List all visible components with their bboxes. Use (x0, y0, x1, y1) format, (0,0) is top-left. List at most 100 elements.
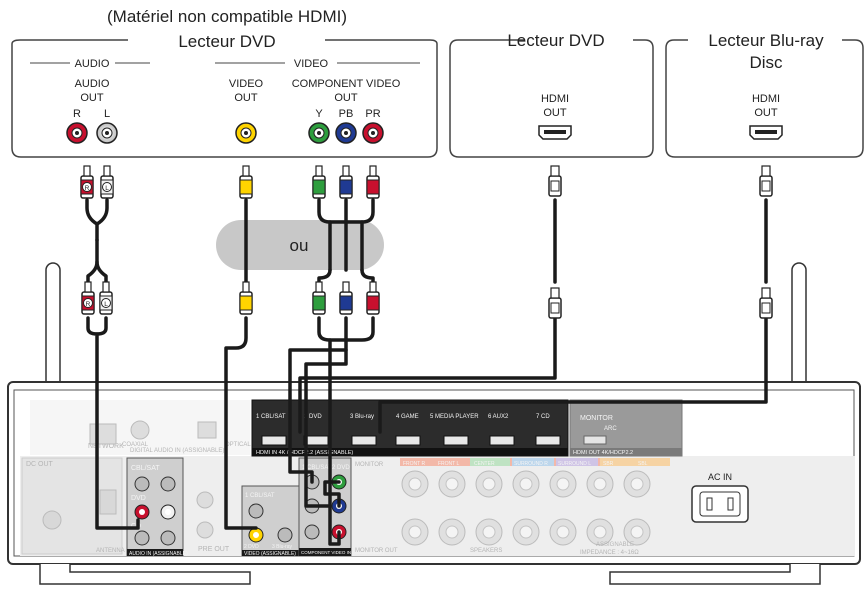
jack-y-label: Y (315, 108, 323, 120)
antenna-right-icon (791, 262, 807, 394)
speaker-post-core (519, 525, 533, 539)
jack-pr-label: PR (365, 108, 380, 120)
hdmi-input-port-5 (443, 435, 469, 446)
plug-audio-r-top: R (80, 165, 94, 199)
video-out-label-2: OUT (234, 92, 258, 104)
hdmi-input-port-2 (303, 435, 329, 446)
plug-audio-r-top-mark: R (85, 185, 90, 192)
speaker-post-core (593, 477, 607, 491)
ac-in-label: AC IN (708, 472, 732, 482)
audio-cable-to-receiver-l (95, 316, 108, 336)
plug-hdmi-bluray-top (759, 165, 773, 197)
optical-label: OPTICAL (225, 442, 251, 448)
plug-audio-r-mid-mark: R (86, 301, 91, 308)
jack-r-label: R (73, 108, 81, 120)
component-out-label: COMPONENT VIDEO (292, 78, 401, 90)
speaker-post-core (482, 525, 496, 539)
audio-in-dvd-l-jack (160, 504, 176, 520)
plug-audio-l-top-mark: L (105, 185, 109, 192)
hdmi-input-port-1 (261, 435, 287, 446)
spk-surround-l: SURROUND L (558, 461, 591, 467)
plug-audio-l-top: L (100, 165, 114, 199)
assignable-label: ASSIGNABLE (596, 542, 634, 548)
comp-in-1: 1 CBL/SAT (302, 465, 332, 471)
speaker-post-core (408, 525, 422, 539)
hdmi-out-label: HDMI OUT 4K/HDCP2.2 (573, 450, 633, 456)
spk-front-r: FRONT R (403, 461, 426, 467)
speaker-post-core (593, 525, 607, 539)
video-group-label: VIDEO (294, 58, 329, 70)
coaxial-label: COAXIAL (122, 442, 149, 448)
hdmi-bluray-cable-to-receiver (378, 316, 768, 434)
audio-in-dvd-r-jack (134, 504, 150, 520)
bluray-title: Lecteur Blu-ray (708, 31, 824, 50)
speaker-post-core (408, 477, 422, 491)
monitor-label: MONITOR (580, 415, 613, 422)
speaker-post-core (445, 477, 459, 491)
plug-pb-top (339, 165, 353, 199)
hdmi-input-label-1: 1 CBL/SAT (256, 414, 286, 420)
non-hdmi-note: (Matériel non compatible HDMI) (107, 7, 347, 26)
speakers-label: SPEAKERS (470, 548, 502, 554)
video-in-2: 2 DVD (244, 544, 259, 550)
audio-cable-l-top (95, 198, 109, 226)
plug-hdmi-dvd-top (548, 165, 562, 197)
spk-center: CENTER (474, 461, 495, 467)
dvd-hdmi-panel (449, 39, 654, 158)
video-out-label: VIDEO (229, 78, 264, 90)
hdmi-input-label-4: 4 GAME (396, 414, 419, 420)
antenna-label: ANTENNA (96, 548, 125, 554)
spk-sbl: SBL (638, 461, 648, 467)
hdmi-input-port-4 (395, 435, 421, 446)
receiver-rear-panel: NETWORK DIGITAL AUDIO IN (ASSIGNABLE) CO… (7, 262, 861, 585)
spk-sbr: SBR (603, 461, 614, 467)
speaker-post-core (556, 525, 570, 539)
component-out-label-2: OUT (334, 92, 358, 104)
dvd-hdmi-port-label-2: OUT (543, 107, 567, 119)
monitor-out-top: MONITOR (355, 462, 384, 468)
audio-out-label-2: OUT (80, 92, 104, 104)
comp-in-2: 2 DVD (332, 465, 350, 471)
video-in-dvd-jack (248, 527, 264, 543)
component-in-label: COMPONENT VIDEO IN (ASSIGNABLE) (301, 550, 384, 555)
plug-video-mid (239, 281, 253, 315)
audio-in-cbl: CBL/SAT (131, 465, 160, 472)
bluray-title-2: Disc (749, 53, 783, 72)
speaker-post-core (445, 525, 459, 539)
jack-pr (362, 122, 384, 144)
network-label: NETWORK (88, 443, 124, 450)
dvd-hdmi-port-label: HDMI (541, 93, 569, 105)
dvd-analog-title: Lecteur DVD (178, 32, 275, 51)
arc-label: ARC (604, 426, 617, 432)
plug-audio-l-mid: L (99, 281, 113, 315)
speaker-post-core (630, 477, 644, 491)
hdmi-input-port-7 (535, 435, 561, 446)
plug-hdmi-dvd-mid (548, 287, 562, 319)
dc-out-label: DC OUT (26, 461, 54, 468)
jack-pb-label: PB (339, 108, 354, 120)
hdmi-dvd-cable-to-receiver (298, 316, 557, 434)
plug-video-top (239, 165, 253, 199)
hdmi-input-port-3 (351, 435, 377, 446)
comp-cable-route-1 (288, 316, 348, 484)
speaker-post-core (519, 477, 533, 491)
jack-audio-l (96, 122, 118, 144)
jack-l-label: L (104, 108, 110, 120)
digital-audio-label: DIGITAL AUDIO IN (ASSIGNABLE) (130, 448, 224, 454)
bluray-panel (665, 39, 864, 158)
impedance-label: IMPEDANCE : 4~16Ω (580, 550, 639, 556)
hdmi-input-label-2: 2 DVD (304, 414, 322, 420)
bluray-port-label-2: OUT (754, 107, 778, 119)
plug-hdmi-bluray-mid (759, 287, 773, 319)
speaker-post-core (630, 525, 644, 539)
audio-cable-r-top (85, 198, 99, 242)
cable-plugs: R L R L (80, 165, 773, 319)
jack-video (235, 122, 257, 144)
plug-pr-mid (366, 281, 380, 315)
jack-y (308, 122, 330, 144)
hdmi-out-panel (569, 399, 683, 457)
audio-group-label: AUDIO (75, 58, 110, 70)
jack-audio-r (66, 122, 88, 144)
dvd-analog-panel (11, 39, 438, 158)
antenna-left-icon (45, 262, 61, 394)
